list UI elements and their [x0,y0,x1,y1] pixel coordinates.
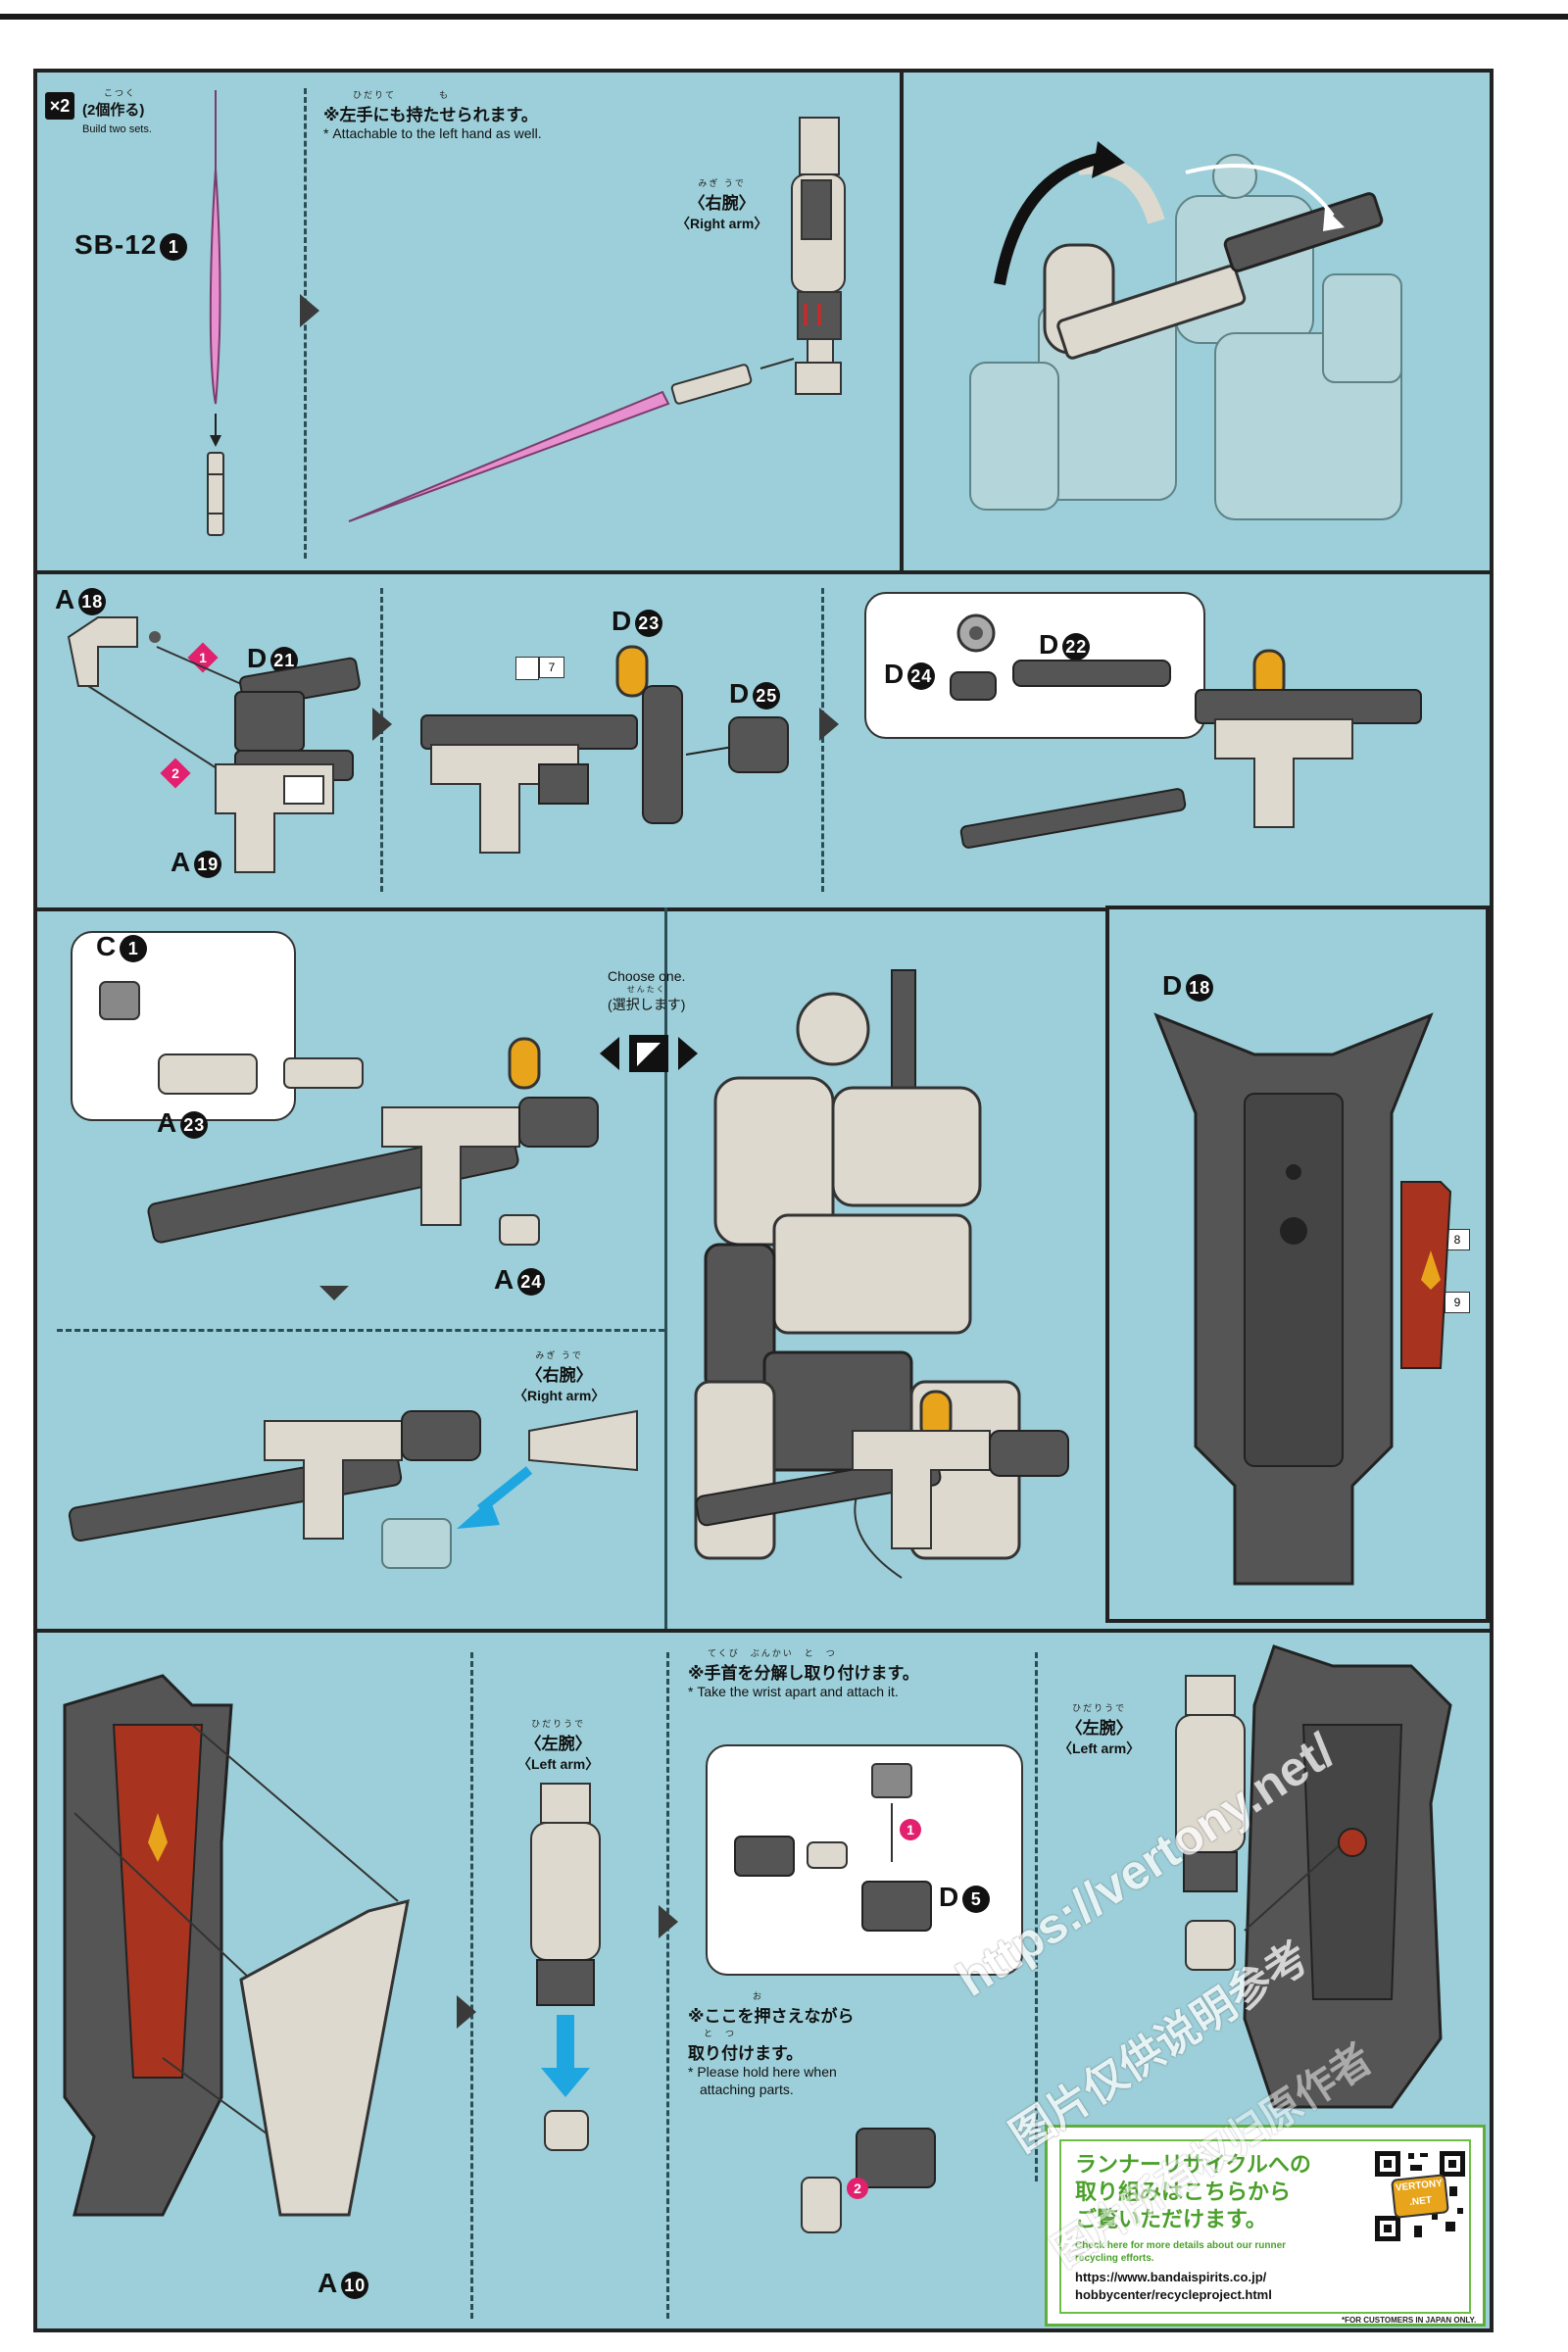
bazooka-subassembly-parts [67,616,361,873]
wrist-note: てくび ぶんかい と つ ※手首を分解し取り付けます。 * Take the w… [688,1648,919,1699]
bazooka-stage-3 [959,649,1422,849]
wrist-attach [801,2128,936,2233]
step-arrow-icon [372,708,392,741]
right-arm-label-2: みぎ うで 〈右腕〉 〈Right arm〉 [514,1350,606,1403]
recycle-info-frame [1059,2139,1471,2314]
step-1-badge: 1 [900,1819,921,1840]
shield-attach-left-arm [1175,1644,1452,2109]
row3-dashed-hdivider [57,1329,664,1332]
shield-d18-assembly [1153,1012,1452,1586]
bazooka-with-hand [147,1037,599,1246]
recycle-subtitle: Check here for more details about our ru… [1075,2240,1287,2264]
step-arrow-icon [659,1905,678,1938]
recycle-url[interactable]: https://www.bandaispirits.co.jp/ hobbyce… [1075,2270,1272,2302]
sticker-number-7: 7 [539,657,564,678]
left-arm-wrist-removal [530,1783,601,2151]
step-arrow-icon [457,1995,476,2029]
row3-divider [664,907,667,1629]
row4-dashed-divider-1 [470,1652,473,2319]
step-arrow-icon [819,708,839,741]
hand-grip-parts [99,981,258,1095]
bazooka-standalone [695,1390,1069,1549]
right-arm-with-saber [348,117,846,522]
sticker-icon [515,657,539,680]
wrist-detail [734,1763,932,1932]
build-count-label: こつく (2個作る) Build two sets. [82,88,152,135]
gundam-shoulder-cannon-preview [969,141,1402,520]
top-rule [0,14,1568,20]
sticker-number-9: 9 [1445,1292,1470,1313]
left-arm-label-2: ひだりうで 〈左腕〉 〈Left arm〉 [1058,1703,1141,1756]
vertony-logo: VERTONY .NET [1391,2174,1449,2219]
right-arm-label-1: みぎ うで 〈右腕〉 〈Right arm〉 [676,178,768,231]
row-divider-3 [37,1629,1490,1633]
hold-here-note: お ※ここを押さえながら と つ 取り付けます。 * Please hold h… [688,1991,855,2097]
shield-inner-frame [63,1674,410,2217]
choose-one-label: Choose one. せんたく (選択します) [608,968,686,1012]
row1-divider [900,73,904,570]
bazooka-stage-2 [420,645,789,854]
left-hand-note: ひだりて も ※左手にも持たせられます。 * Attachable to the… [323,90,542,141]
qr-code-icon[interactable] [1371,2147,1469,2245]
row-divider-1 [37,570,1490,574]
row4-dashed-divider-2 [666,1652,669,2319]
bazooka-attach-right-arm [68,1409,638,1569]
step-arrow-down-icon [319,1286,349,1300]
left-arm-label-1: ひだりうで 〈左腕〉 〈Left arm〉 [517,1719,600,1772]
build-count-badge: ×2 [45,92,74,120]
beam-saber-blade [207,90,224,536]
row4-dashed-divider-3 [1035,1652,1038,2181]
recycle-footnote: *FOR CUSTOMERS IN JAPAN ONLY. [1342,2316,1477,2325]
choose-one-icon [600,1035,698,1072]
barrel-detail [950,613,1171,701]
recycle-title: ランナーリサイクルへの 取り組みはこちらから ご覧いただけます。 [1075,2152,1311,2231]
step-arrow-icon [300,294,319,327]
row-divider-2 [37,907,1490,911]
recycle-info-box: ランナーリサイクルへの 取り組みはこちらから ご覧いただけます。 Check h… [1045,2125,1486,2327]
step-2-badge: 2 [847,2178,868,2199]
